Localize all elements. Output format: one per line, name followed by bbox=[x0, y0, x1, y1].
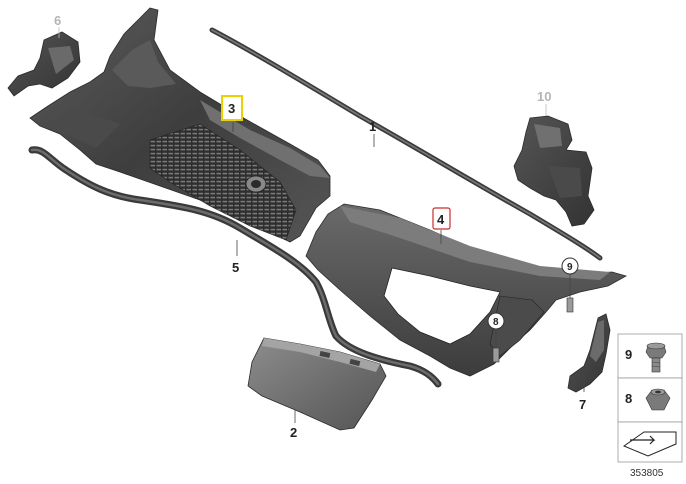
callout-1: 1 bbox=[369, 119, 376, 134]
callout-4-box bbox=[432, 207, 451, 230]
part-7-bracket bbox=[567, 313, 611, 393]
nut-icon bbox=[645, 388, 671, 411]
nut-8-on-panel bbox=[492, 347, 500, 363]
part-4-cowl-panel bbox=[305, 203, 628, 377]
callout-7: 7 bbox=[579, 397, 586, 412]
screw-9-on-panel bbox=[566, 297, 574, 313]
callout-5: 5 bbox=[232, 260, 239, 275]
screw-icon bbox=[645, 342, 667, 373]
callout-3-box bbox=[221, 95, 243, 121]
part-6-bracket bbox=[7, 31, 81, 97]
callout-2: 2 bbox=[290, 425, 297, 440]
legend-label-8: 8 bbox=[625, 391, 632, 406]
callout-9: 9 bbox=[567, 262, 573, 273]
callout-8: 8 bbox=[493, 317, 499, 328]
part-3-cowl-grille bbox=[29, 7, 331, 243]
reference-number: 353805 bbox=[630, 468, 664, 479]
part-2-cover bbox=[247, 337, 387, 431]
callout-6: 6 bbox=[54, 13, 61, 28]
direction-arrow-icon bbox=[622, 431, 677, 457]
callout-3: 3 bbox=[228, 101, 235, 116]
legend-label-9: 9 bbox=[625, 347, 632, 362]
fastener-legend: 9 8 bbox=[617, 333, 683, 463]
callout-10: 10 bbox=[537, 89, 551, 104]
part-10-bracket bbox=[513, 115, 595, 227]
callout-4: 4 bbox=[437, 212, 445, 227]
